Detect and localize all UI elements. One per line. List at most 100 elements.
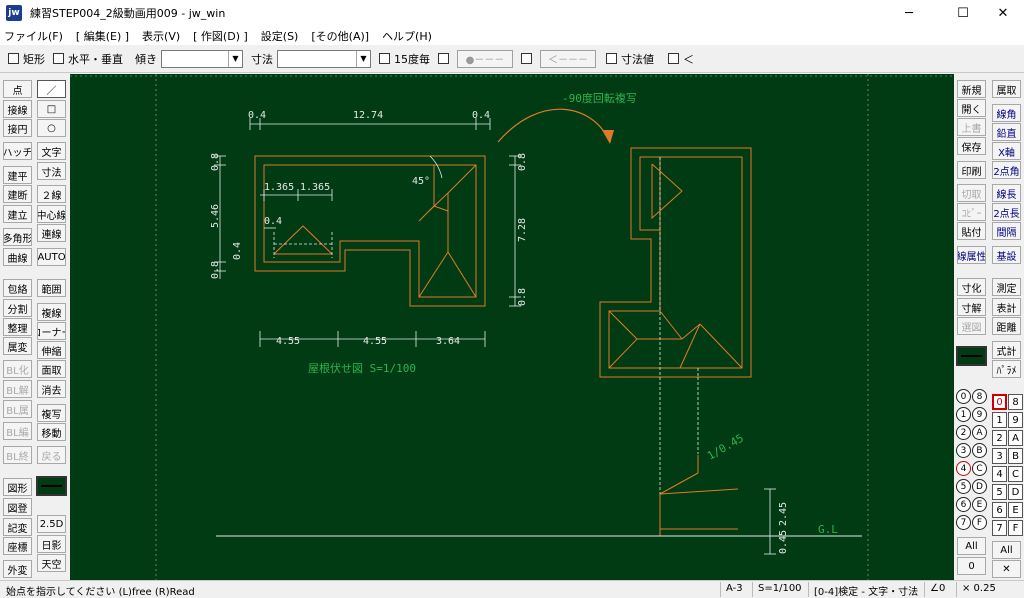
layer-5[interactable]: 5 bbox=[992, 484, 1007, 500]
tool-cleanup[interactable]: 整理 bbox=[3, 318, 32, 336]
param-button[interactable]: ﾊﾟﾗﾒ bbox=[992, 360, 1021, 378]
menu-help[interactable]: ヘルプ(H) bbox=[382, 29, 432, 43]
close-button[interactable]: ✕ bbox=[997, 5, 1009, 21]
select-fig-button[interactable]: 選図 bbox=[957, 317, 986, 335]
tool-2-5d[interactable]: 2.5D bbox=[37, 515, 66, 533]
layer-9[interactable]: 9 bbox=[1008, 412, 1023, 428]
menu-view[interactable]: 表示(V) bbox=[142, 29, 181, 43]
vertical-button[interactable]: 鉛直 bbox=[992, 123, 1021, 141]
tool-text[interactable]: 文字 bbox=[37, 142, 66, 160]
layer-4[interactable]: 4 bbox=[992, 466, 1007, 482]
tool-block-attr[interactable]: BL属 bbox=[3, 400, 32, 418]
layer-d[interactable]: D bbox=[1008, 484, 1023, 500]
tool-point[interactable]: 点 bbox=[3, 80, 32, 98]
slider-b-button[interactable]: ＜－－－ bbox=[540, 49, 596, 68]
layer-group-zero-button[interactable]: 0 bbox=[957, 557, 986, 575]
tool-plan[interactable]: 建平 bbox=[3, 166, 32, 184]
menu-file[interactable]: ファイル(F) bbox=[4, 29, 63, 43]
tool-auto[interactable]: AUTO bbox=[37, 248, 66, 266]
tool-rectangle[interactable]: □ bbox=[37, 100, 66, 118]
layer-group-f[interactable]: F bbox=[972, 515, 987, 530]
cut-button[interactable]: 切取 bbox=[957, 184, 986, 202]
menu-other[interactable]: [その他(A)] bbox=[311, 29, 370, 43]
tool-record-change[interactable]: 記変 bbox=[3, 518, 32, 536]
layer-1[interactable]: 1 bbox=[992, 412, 1007, 428]
tilt-combo[interactable]: ▼ bbox=[161, 49, 243, 68]
formula-calc-button[interactable]: 式計 bbox=[992, 341, 1021, 359]
current-layer[interactable]: [0-4]検定 - 文字・寸法 bbox=[814, 587, 919, 598]
tool-elevation[interactable]: 建立 bbox=[3, 205, 32, 223]
menu-edit[interactable]: [ 編集(E) ] bbox=[75, 29, 130, 43]
line-length-button[interactable]: 線長 bbox=[992, 184, 1021, 202]
measure-button[interactable]: 測定 bbox=[992, 278, 1021, 296]
dim-make-button[interactable]: 寸化 bbox=[957, 278, 986, 296]
line-color-swatch[interactable] bbox=[36, 476, 67, 496]
tool-dimension[interactable]: 寸法 bbox=[37, 162, 66, 180]
tool-double-line[interactable]: ２線 bbox=[37, 185, 66, 203]
layer-e[interactable]: E bbox=[1008, 502, 1023, 518]
hv-checkbox[interactable]: 水平・垂直 bbox=[53, 51, 123, 67]
tool-copy[interactable]: 複写 bbox=[37, 404, 66, 422]
slider-a-button[interactable]: ●－－－ bbox=[457, 49, 513, 68]
distance-button[interactable]: 距離 bbox=[992, 317, 1021, 335]
layer-group-5[interactable]: 5 bbox=[956, 479, 971, 494]
tool-connect-line[interactable]: 連線 bbox=[37, 224, 66, 242]
layer-group-d[interactable]: D bbox=[972, 479, 987, 494]
tool-stretch[interactable]: 伸縮 bbox=[37, 341, 66, 359]
layer-group-b[interactable]: B bbox=[972, 443, 987, 458]
drawing-canvas[interactable]: 0.4 12.74 0.4 0.8 5.46 0.4 0.8 1.365 1.3… bbox=[70, 74, 954, 580]
layer-0[interactable]: 0 bbox=[992, 394, 1007, 410]
slider-a-checkbox[interactable] bbox=[438, 53, 453, 64]
tool-offset[interactable]: 複線 bbox=[37, 303, 66, 321]
layer-8[interactable]: 8 bbox=[1008, 394, 1023, 410]
tool-coordinate[interactable]: 座標 bbox=[3, 537, 32, 555]
layer-a[interactable]: A bbox=[1008, 430, 1023, 446]
tool-attr-change[interactable]: 属変 bbox=[3, 337, 32, 355]
tool-circle[interactable]: ○ bbox=[37, 119, 66, 137]
layer-6[interactable]: 6 bbox=[992, 502, 1007, 518]
layer-group-e[interactable]: E bbox=[972, 497, 987, 512]
tool-block-explode[interactable]: BL解 bbox=[3, 380, 32, 398]
line-angle-button[interactable]: 線角 bbox=[992, 104, 1021, 122]
paper-size[interactable]: A-3 bbox=[726, 583, 743, 594]
layer-group-8[interactable]: 8 bbox=[972, 389, 987, 404]
tool-block-edit[interactable]: BL編 bbox=[3, 422, 32, 440]
deg15-checkbox[interactable]: 15度毎 bbox=[379, 51, 430, 67]
zoom-readout[interactable]: × 0.25 bbox=[962, 583, 996, 594]
layer-group-2[interactable]: 2 bbox=[956, 425, 971, 440]
layer-group-all-button[interactable]: All bbox=[957, 537, 986, 555]
maximize-button[interactable]: ☐ bbox=[957, 5, 969, 21]
menu-draw[interactable]: [ 作図(D) ] bbox=[193, 29, 248, 43]
layer-3[interactable]: 3 bbox=[992, 448, 1007, 464]
tool-corner[interactable]: コーナー bbox=[37, 322, 66, 340]
table-calc-button[interactable]: 表計 bbox=[992, 298, 1021, 316]
layer-group-6[interactable]: 6 bbox=[956, 497, 971, 512]
layer-f[interactable]: F bbox=[1008, 520, 1023, 536]
lt-checkbox[interactable]: ＜ bbox=[668, 51, 694, 67]
file-overwrite-button[interactable]: 上書 bbox=[957, 118, 986, 136]
tool-block-make[interactable]: BL化 bbox=[3, 360, 32, 378]
tool-tangent-circle[interactable]: 接円 bbox=[3, 119, 32, 137]
tool-tangent[interactable]: 接線 bbox=[3, 100, 32, 118]
tool-hatch[interactable]: ハッチ bbox=[3, 142, 32, 160]
tool-center-line[interactable]: 中心線 bbox=[37, 205, 66, 223]
rect-checkbox[interactable]: 矩形 bbox=[8, 51, 45, 67]
layer-2[interactable]: 2 bbox=[992, 430, 1007, 446]
tool-polygon[interactable]: 多角形 bbox=[3, 228, 32, 246]
interval-button[interactable]: 間隔 bbox=[992, 222, 1021, 240]
tool-divide[interactable]: 分割 bbox=[3, 299, 32, 317]
layer-group-0[interactable]: 0 bbox=[956, 389, 971, 404]
two-point-angle-button[interactable]: 2点角 bbox=[992, 161, 1021, 179]
layer-c[interactable]: C bbox=[1008, 466, 1023, 482]
minimize-button[interactable]: ─ bbox=[905, 5, 913, 21]
layer-all-button[interactable]: All bbox=[992, 541, 1021, 559]
dim-explode-button[interactable]: 寸解 bbox=[957, 298, 986, 316]
layer-close-icon[interactable]: ✕ bbox=[992, 560, 1021, 578]
layer-color-swatch[interactable] bbox=[956, 346, 987, 366]
tool-line[interactable]: ／ bbox=[37, 80, 66, 98]
layer-b[interactable]: B bbox=[1008, 448, 1023, 464]
dimval-checkbox[interactable]: 寸法値 bbox=[606, 51, 654, 67]
line-attr-button[interactable]: 線属性 bbox=[957, 246, 986, 264]
tool-undo[interactable]: 戻る bbox=[37, 446, 66, 464]
drawing-scale[interactable]: S=1/100 bbox=[758, 583, 802, 594]
